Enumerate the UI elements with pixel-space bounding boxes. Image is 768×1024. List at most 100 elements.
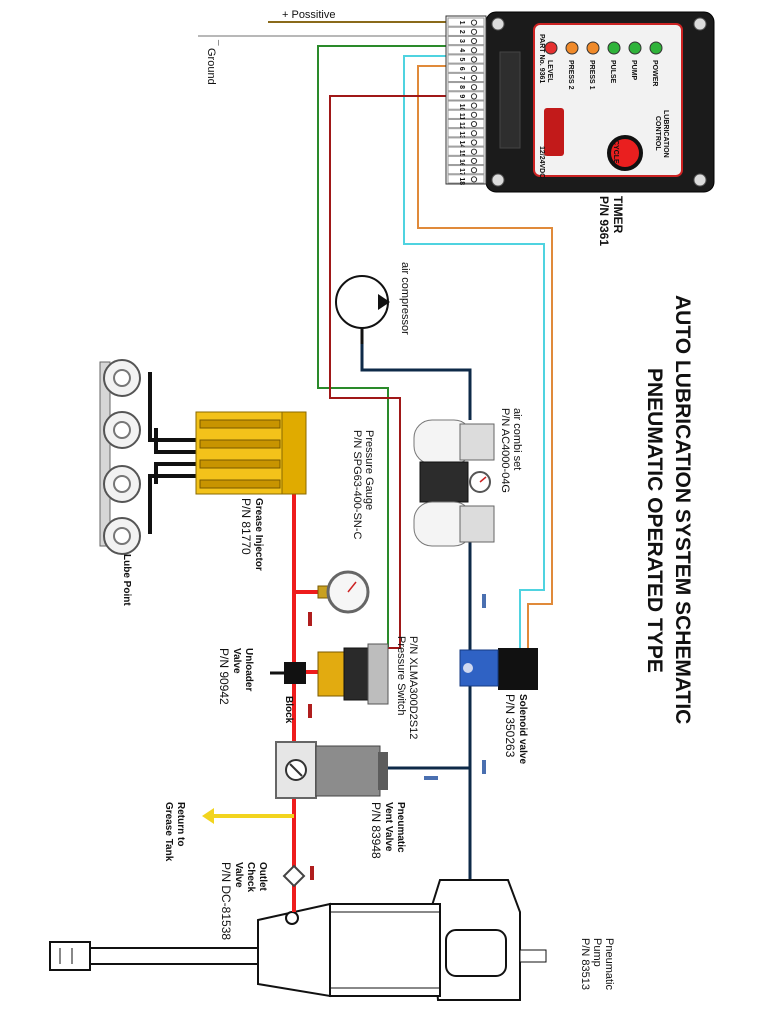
injector-stems [199,419,281,489]
dark-red-wire [329,95,448,649]
solenoid-coil [498,648,538,690]
check-valve [282,864,306,888]
terminal-slot [447,146,485,156]
check-valve-label-2: Check [245,862,256,892]
grease-injector [148,372,307,534]
terminal-slot [447,155,485,166]
lubricator-head [459,505,495,543]
terminal-number: 11 [458,113,465,121]
mount-hole-icon [491,173,505,187]
lube-point-center [113,527,131,545]
terminal-slot [447,17,485,27]
vent-valve-actuator [315,745,381,797]
timer-pn: P/N 9361 [597,196,611,246]
panel-title-1: LUBRICATION [662,110,669,158]
terminal-number: 1 [458,21,465,25]
air-lines [360,344,472,890]
terminal-screw-icon [470,74,478,82]
lube-point-center [113,369,131,387]
cyan-wire [403,55,545,648]
terminal-screw-icon [470,93,478,100]
solenoid-pn: P/N 350263 [503,694,517,758]
check-valve-label-1: Outlet [257,862,268,892]
terminal-screw-icon [470,176,478,183]
lube-points [99,359,141,555]
block-label: Block [283,696,294,724]
terminal-screw-icon [470,120,478,128]
air-marker [482,760,486,774]
cycle-label: CYCLE [612,140,619,164]
terminal-slot [447,82,485,92]
cycle-button[interactable] [607,135,643,171]
terminal-slot [447,72,485,83]
grease-marker [308,704,312,718]
lube-point-center [113,475,131,493]
pressure-gauge [317,570,370,614]
lube-point-center [113,421,131,439]
timer-name: TIMER [611,196,625,234]
electrical-wiring [198,21,553,649]
terminal-screw-icon [470,102,478,109]
check-valve-icon [282,864,306,888]
terminal-slot [447,63,485,73]
terminal-screw-icon [470,28,478,35]
pressure-gauge-pn: P/N SPG63-400-SN-C [351,430,363,539]
air-combi-label: air combi set [511,408,523,470]
terminal-screw-icon [470,37,478,45]
terminal-slot [447,137,485,147]
pressure-switch [317,643,389,705]
terminal-screw-icon [470,167,478,174]
terminal-number: 18 [458,177,465,185]
status-led-icon [628,41,642,55]
terminal-screw-icon [470,157,478,165]
status-led-icon [586,41,600,55]
grease-lines [292,492,320,912]
terminal-number: 8 [458,85,465,89]
pneumatic-pump [49,879,547,1001]
title-line-2: PNEUMATIC OPERATED TYPE [643,368,666,673]
pump-fitting [519,949,547,963]
vent-valve-cap [378,752,388,790]
lube-rail [99,361,111,547]
check-valve-pn: P/N DC-81538 [219,862,233,940]
pressure-switch-label: Pressure Switch [395,636,407,715]
air-marker [424,776,438,780]
terminal-slot [447,128,485,138]
mount-hole-icon [693,17,707,31]
terminal-screw-icon [470,56,478,63]
solenoid-valve [459,648,538,690]
voltage-label: 12/24VDC [538,146,545,178]
pump-outlet-port-icon [285,911,299,925]
terminal-number: 9 [458,94,465,98]
panel-title-2: CONTROL [654,116,661,151]
vent-valve [275,741,388,799]
gauge-needle [479,476,487,483]
terminal-screw-icon [470,130,478,137]
led-label: PUMP [630,60,637,81]
lube-point-label: Lube Point [121,554,132,606]
gauge-needle [347,581,357,593]
filter-head [459,423,495,461]
terminal-slot [447,100,485,110]
mount-hole-icon [693,173,707,187]
terminal-number: 16 [458,159,465,167]
positive-label: + Possitive [282,9,336,21]
pump-label-1: Pneumatic [603,938,615,990]
injector-feed-lines [148,372,196,534]
led-label: PRESS 1 [588,60,595,90]
terminal-screw-icon [470,47,478,54]
air-compressor [335,275,390,344]
compressor-arrow-icon [378,294,390,310]
terminal-slot [447,174,485,184]
led-label: POWER [651,60,658,86]
pump-tube [89,947,259,965]
grease-marker [310,866,314,880]
terminal-screw-icon [470,84,478,91]
block [284,662,306,684]
pump-pn: P/N 83513 [579,938,591,990]
switch-body [317,651,345,697]
return-arrow-icon [202,808,214,824]
grease-injector-pn: P/N 81770 [239,498,253,555]
